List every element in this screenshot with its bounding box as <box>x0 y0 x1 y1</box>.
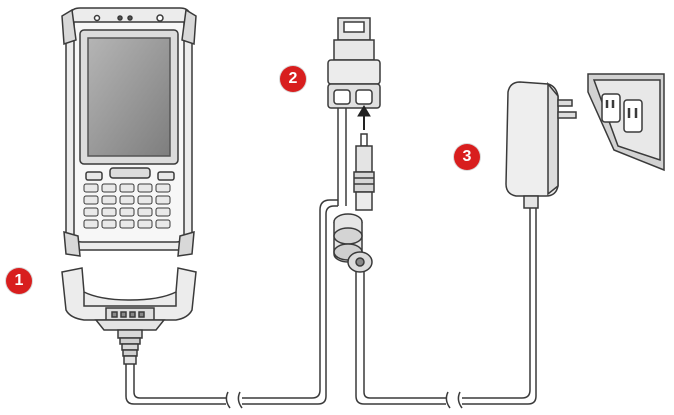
device-screen <box>87 37 171 157</box>
usb-connector-block-icon <box>327 17 381 109</box>
ferrite-choke-icon <box>333 213 373 273</box>
wall-adapter-icon <box>505 81 577 209</box>
callout-badge-3: 3 <box>454 144 480 170</box>
callout-badge-1: 1 <box>6 268 32 294</box>
keypad-icon <box>83 183 171 229</box>
handheld-device-icon <box>61 7 197 257</box>
callout-badge-2: 2 <box>280 66 306 92</box>
wall-outlet-icon <box>587 73 665 172</box>
cable-lines <box>125 100 537 405</box>
insert-arrow-icon <box>357 105 371 130</box>
charging-cradle-icon <box>61 267 197 365</box>
cable-break-icon <box>225 391 463 409</box>
dc-plug-icon <box>353 133 375 211</box>
